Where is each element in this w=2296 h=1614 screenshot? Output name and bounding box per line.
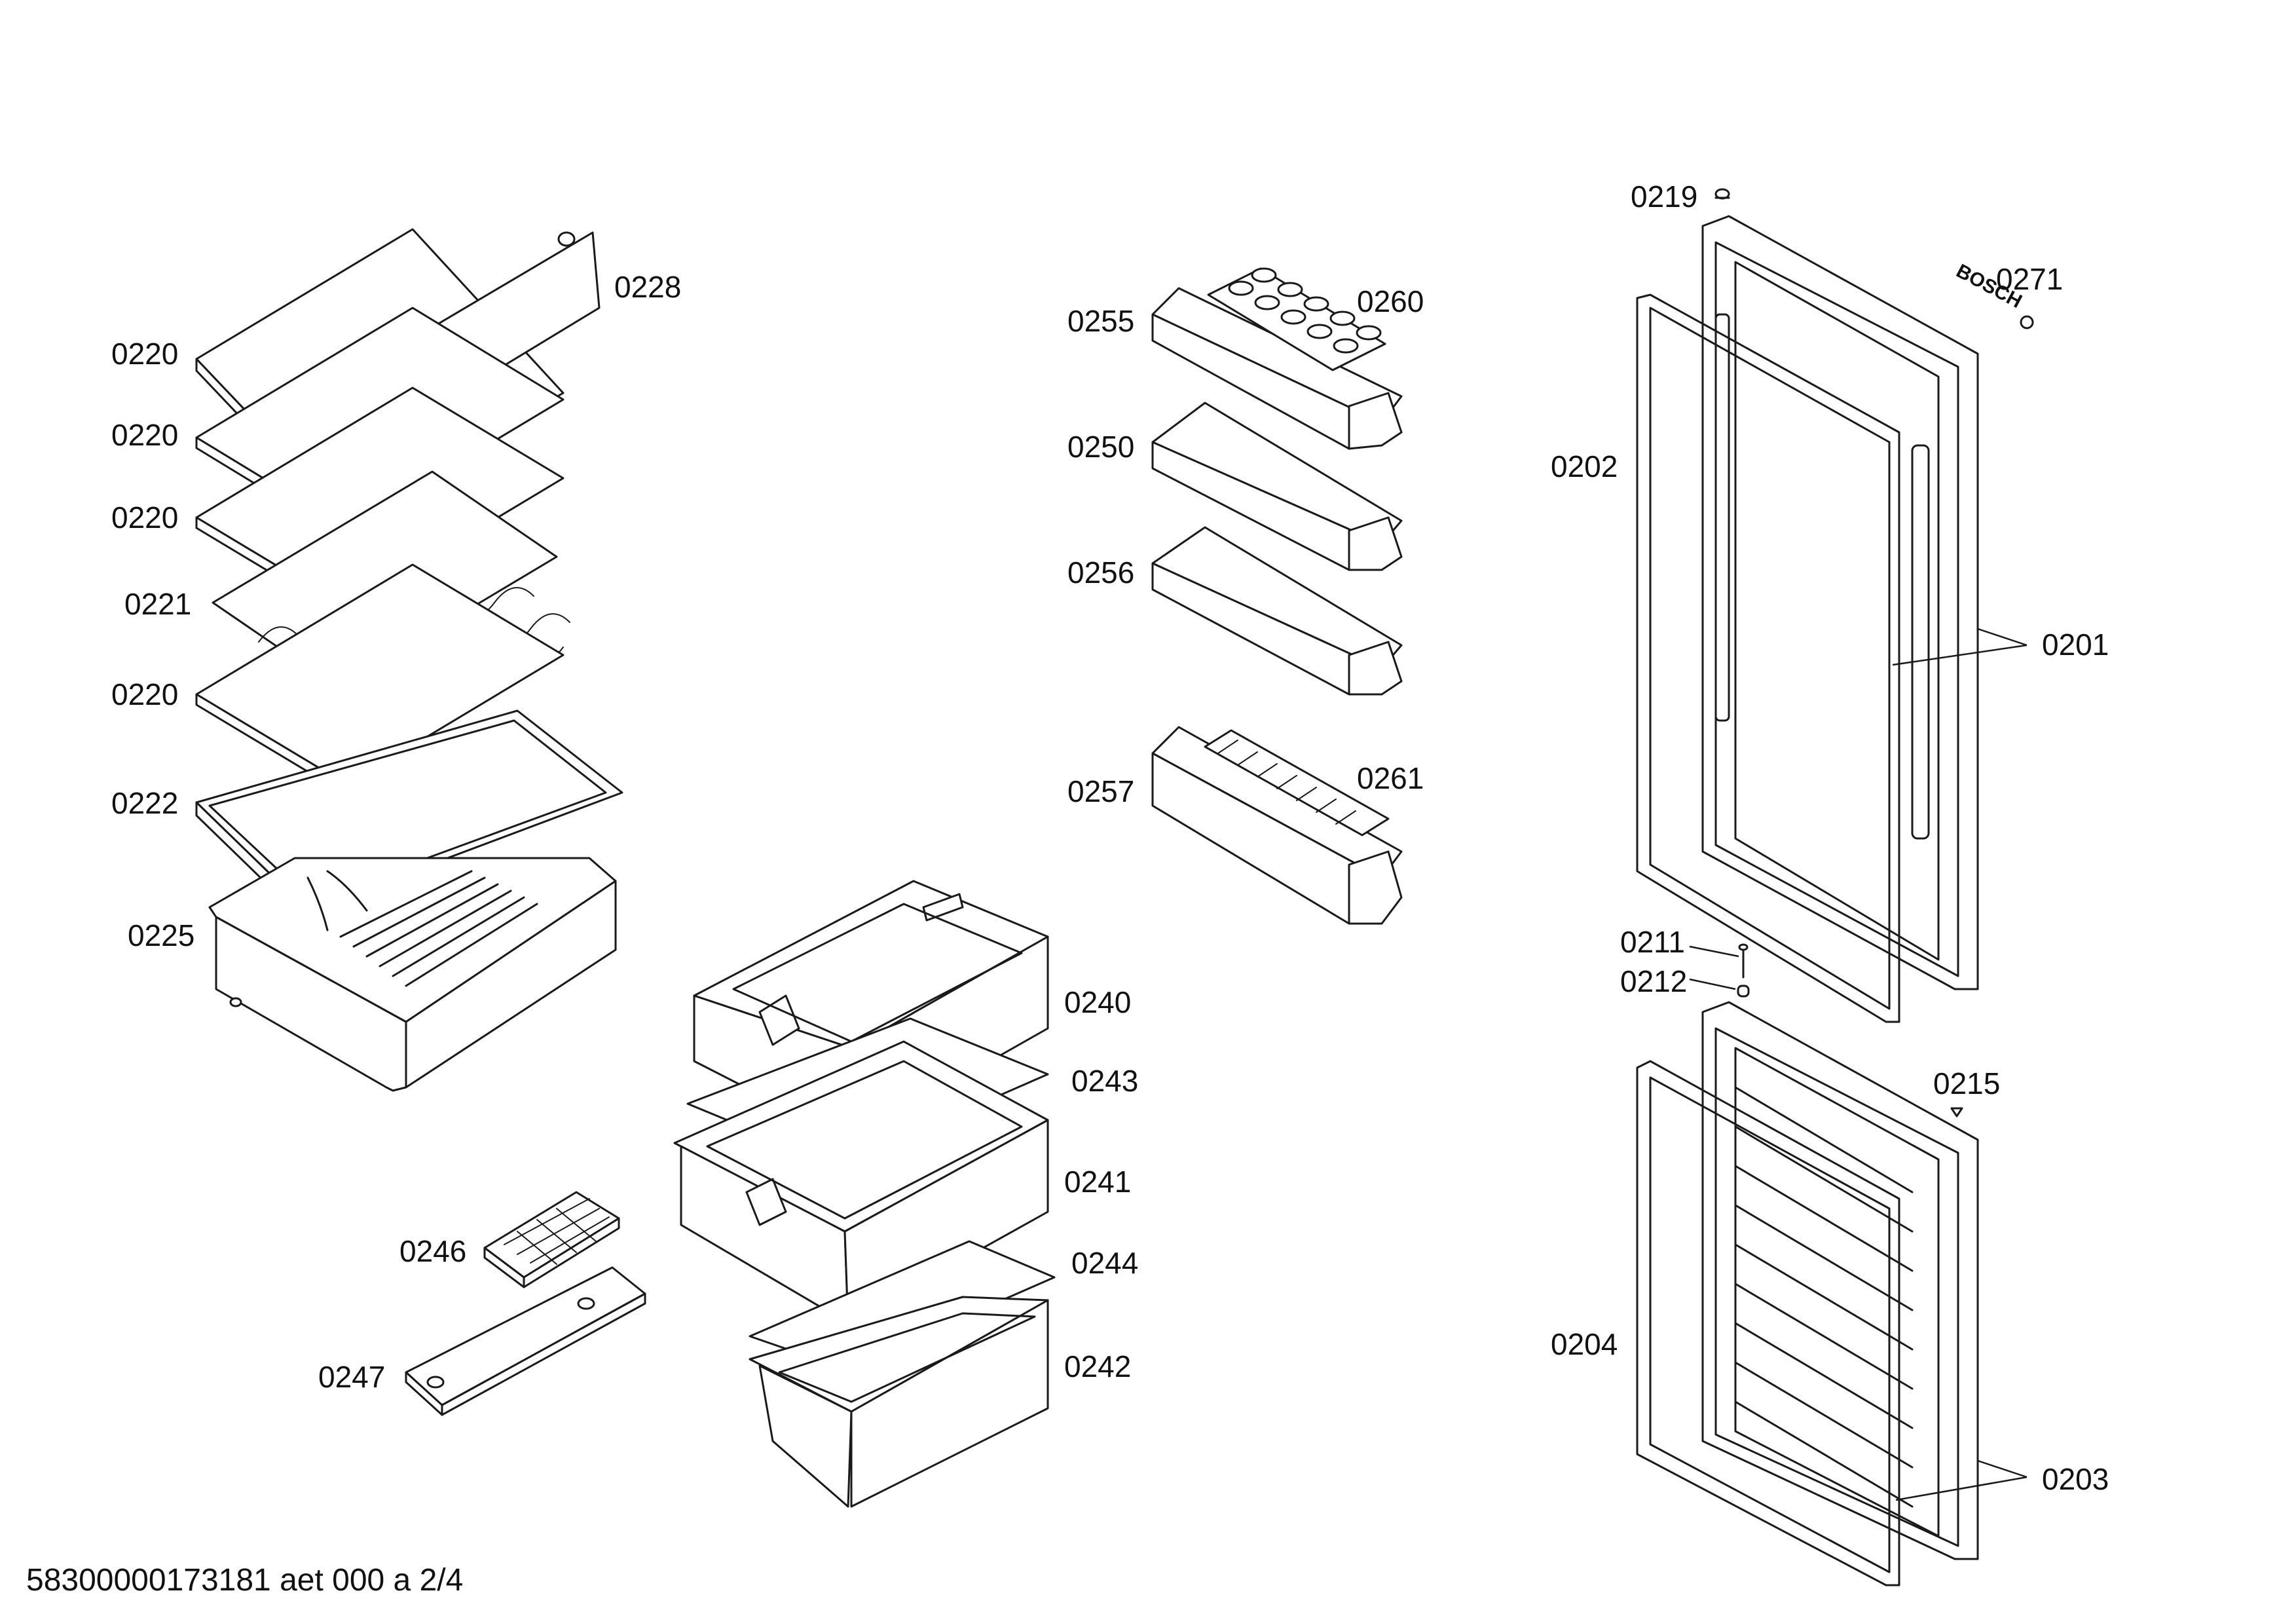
door-bin-0256-part: [1151, 526, 1403, 696]
callout-0221: 0221: [124, 587, 191, 621]
callout-0219: 0219: [1631, 179, 1697, 214]
callout-0271: 0271: [1996, 262, 2063, 296]
callout-0220-c: 0220: [111, 500, 178, 535]
door-bin-0250-part: [1151, 402, 1403, 571]
callout-0261: 0261: [1357, 761, 1424, 795]
screw-0215-part: [1950, 1107, 1963, 1117]
callout-0228: 0228: [614, 270, 681, 304]
document-footer: 58300000173181 aet 000 a 2/4: [26, 1563, 463, 1598]
callout-0244: 0244: [1071, 1246, 1138, 1280]
drawer-0242-part: [749, 1296, 1049, 1508]
callout-0211: 0211: [1620, 925, 1685, 959]
lower-gasket-0204-part: [1636, 1060, 1900, 1586]
callout-0220-d: 0220: [111, 677, 178, 711]
callout-labels: 0219 0271 0228 0220 0220 0220 0221 0220 …: [111, 179, 2109, 1496]
door-bin-0255-part: [1151, 287, 1403, 450]
callout-0241: 0241: [1064, 1165, 1131, 1199]
ice-tray-0246-part: [483, 1191, 620, 1288]
upper-gasket-0202-part: [1636, 293, 1900, 1023]
callout-0225: 0225: [128, 918, 194, 952]
holder-0261-part: [1204, 729, 1390, 836]
door-bin-0257-part: [1151, 726, 1403, 925]
tray-0247-part: [405, 1266, 646, 1416]
cap-0212-part: [1737, 985, 1750, 998]
callout-0246: 0246: [399, 1234, 466, 1268]
callout-0220-a: 0220: [111, 337, 178, 371]
callout-0220-b: 0220: [111, 418, 178, 452]
callout-0202: 0202: [1551, 449, 1618, 483]
crisper-drawer-0225-part: [208, 857, 617, 1092]
upper-door-0201-part: [1701, 215, 1979, 990]
callout-0203: 0203: [2042, 1462, 2109, 1496]
callout-0204: 0204: [1551, 1327, 1618, 1361]
callout-0240: 0240: [1064, 985, 1131, 1019]
callout-0212: 0212: [1620, 964, 1687, 998]
egg-tray-0260-part: [1207, 267, 1386, 371]
callout-0250: 0250: [1067, 430, 1134, 464]
callout-0257: 0257: [1067, 774, 1134, 808]
leader-lines: [1689, 628, 2028, 1501]
callout-0256: 0256: [1067, 555, 1134, 590]
cap-0219-part: [1714, 188, 1730, 200]
screw-0211-part: [1738, 943, 1749, 979]
callout-0243: 0243: [1071, 1064, 1138, 1098]
callout-0222: 0222: [111, 786, 178, 820]
lower-door-0203-part: [1701, 1001, 1979, 1560]
callout-0215: 0215: [1933, 1066, 2000, 1100]
callout-0201: 0201: [2042, 628, 2109, 662]
callout-0247: 0247: [318, 1360, 385, 1394]
callout-0242: 0242: [1064, 1349, 1131, 1383]
callout-0255: 0255: [1067, 304, 1134, 338]
callout-0260: 0260: [1357, 284, 1424, 318]
